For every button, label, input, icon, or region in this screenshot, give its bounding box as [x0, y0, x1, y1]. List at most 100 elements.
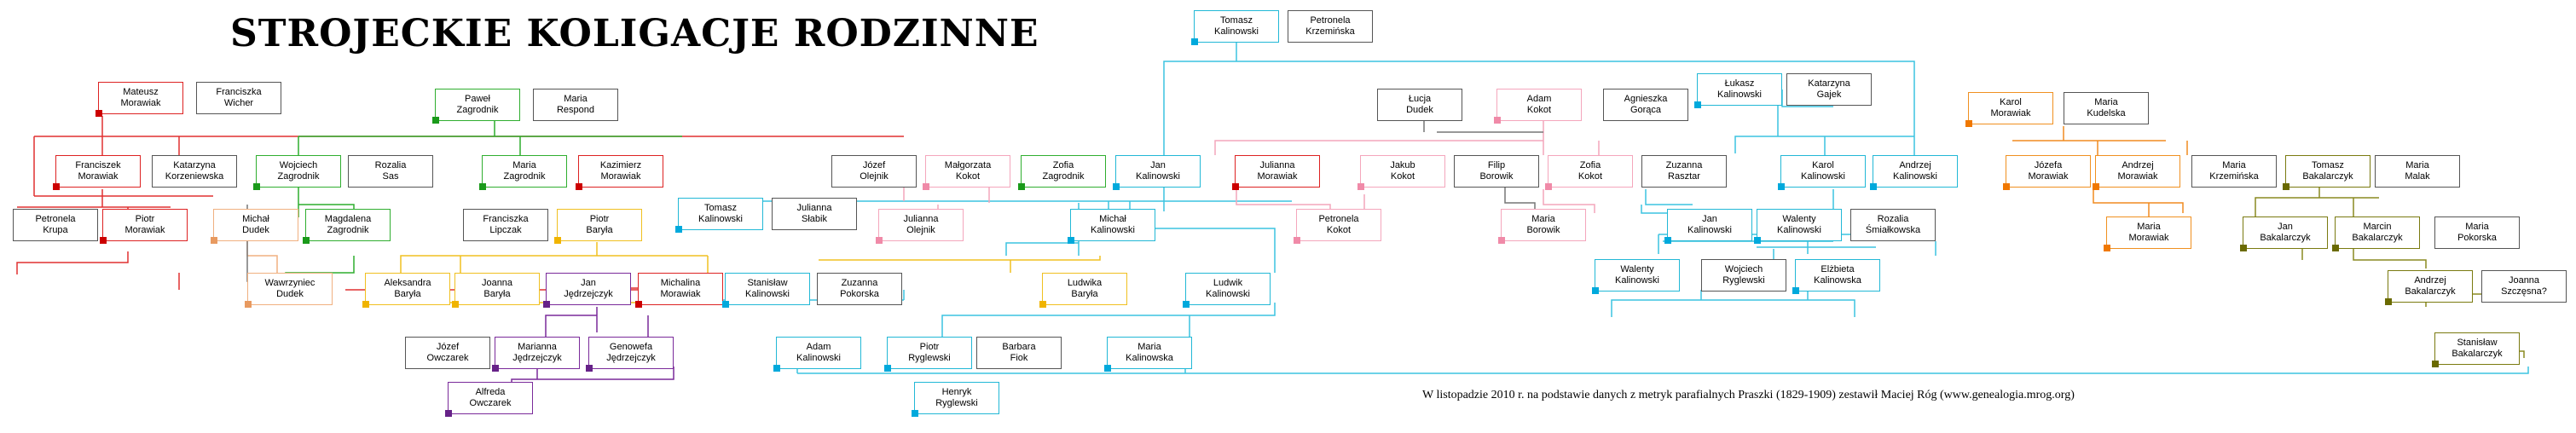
- person-name: Stanisław Kalinowski: [745, 278, 790, 299]
- person-box: Franciszek Morawiak: [53, 155, 141, 190]
- person-name: Agnieszka Gorąca: [1624, 94, 1668, 115]
- person-box: Tomasz Kalinowski: [1191, 10, 1279, 45]
- family-marker-icon: [2240, 245, 2247, 251]
- person-box: Ludwik Kalinowski: [1183, 273, 1271, 308]
- person-box: Karol Morawiak: [1965, 92, 2053, 127]
- family-marker-icon: [773, 365, 780, 372]
- person-name: Karol Kalinowski: [1801, 160, 1845, 182]
- family-marker-icon: [1792, 287, 1799, 294]
- family-marker-icon: [554, 237, 561, 244]
- person-box: Henryk Ryglewski: [912, 382, 999, 417]
- person-name: Walenty Kalinowski: [1777, 214, 1821, 235]
- person-box: Agnieszka Gorąca: [1603, 89, 1688, 121]
- person-box: Franciszka Wicher: [196, 82, 281, 114]
- person-box: Joanna Baryła: [452, 273, 540, 308]
- person-name: Kazimierz Morawiak: [599, 160, 642, 182]
- person-name: Zuzanna Rasztar: [1665, 160, 1703, 182]
- person-name: Elżbieta Kalinowska: [1814, 264, 1861, 286]
- person-box: Wojciech Zagrodnik: [253, 155, 341, 190]
- person-name: Julianna Morawiak: [1257, 160, 1298, 182]
- person-box: Józef Owczarek: [405, 337, 490, 369]
- person-box: Julianna Słabik: [772, 198, 857, 230]
- family-marker-icon: [543, 301, 550, 308]
- person-box: Michał Kalinowski: [1068, 209, 1155, 244]
- person-box: Jan Bakalarczyk: [2240, 216, 2328, 251]
- person-box: Alfreda Owczarek: [445, 382, 533, 417]
- person-box: Andrzej Morawiak: [2093, 155, 2180, 190]
- family-marker-icon: [211, 237, 217, 244]
- person-name: Maria Borowik: [1526, 214, 1560, 235]
- person-name: Katarzyna Korzeniewska: [165, 160, 224, 182]
- person-name: Magdalena Zagrodnik: [324, 214, 372, 235]
- person-box: Joanna Szczęsna?: [2481, 270, 2567, 303]
- person-box: Maria Morawiak: [2104, 216, 2191, 251]
- person-name: Wojciech Ryglewski: [1722, 264, 1765, 286]
- person-box: Józef Olejnik: [831, 155, 917, 188]
- person-box: Rozalia Śmiałkowska: [1850, 209, 1936, 241]
- person-box: Maria Zagrodnik: [479, 155, 567, 190]
- person-box: Maria Kalinowska: [1104, 337, 1192, 372]
- person-box: Józefa Morawiak: [2003, 155, 2091, 190]
- person-box: Piotr Morawiak: [100, 209, 188, 244]
- family-marker-icon: [2093, 183, 2099, 190]
- source-note: W listopadzie 2010 r. na podstawie danyc…: [1422, 389, 2075, 401]
- family-marker-icon: [912, 410, 918, 417]
- person-name: Zofia Zagrodnik: [1042, 160, 1085, 182]
- person-name: Rozalia Sas: [374, 160, 407, 182]
- person-box: Wojciech Ryglewski: [1701, 259, 1786, 292]
- person-name: Tomasz Kalinowski: [698, 203, 743, 224]
- person-box: Maria Pokorska: [2434, 216, 2520, 249]
- person-box: Stanisław Bakalarczyk: [2432, 332, 2520, 367]
- person-name: Marianna Jędrzejczyk: [512, 342, 562, 363]
- person-name: Tomasz Bakalarczyk: [2302, 160, 2353, 182]
- person-name: Andrzej Morawiak: [2117, 160, 2158, 182]
- family-marker-icon: [1592, 287, 1599, 294]
- family-marker-icon: [303, 237, 310, 244]
- person-box: Łukasz Kalinowski: [1694, 73, 1782, 108]
- person-name: Józef Olejnik: [860, 160, 889, 182]
- family-marker-icon: [876, 237, 883, 244]
- person-name: Ludwika Baryła: [1067, 278, 1103, 299]
- person-name: Joanna Baryła: [481, 278, 513, 299]
- person-box: Zofia Zagrodnik: [1018, 155, 1106, 190]
- family-marker-icon: [1113, 183, 1120, 190]
- person-name: Małgorzata Kokot: [944, 160, 992, 182]
- person-box: Zuzanna Pokorska: [817, 273, 902, 305]
- person-box: Kazimierz Morawiak: [576, 155, 663, 190]
- person-box: Wawrzyniec Dudek: [245, 273, 333, 308]
- person-box: Franciszka Lipczak: [463, 209, 548, 241]
- person-name: Filip Borowik: [1479, 160, 1514, 182]
- family-marker-icon: [722, 301, 729, 308]
- person-box: Andrzej Bakalarczyk: [2385, 270, 2473, 305]
- person-name: Maria Morawiak: [2128, 222, 2169, 243]
- person-name: Aleksandra Baryła: [384, 278, 431, 299]
- family-marker-icon: [2332, 245, 2339, 251]
- person-name: Michalina Morawiak: [660, 278, 701, 299]
- family-marker-icon: [635, 301, 642, 308]
- family-marker-icon: [2385, 298, 2392, 305]
- person-box: Jan Kalinowski: [1664, 209, 1752, 244]
- family-marker-icon: [452, 301, 459, 308]
- person-name: Zuzanna Pokorska: [840, 278, 879, 299]
- person-box: Karol Kalinowski: [1778, 155, 1866, 190]
- family-marker-icon: [1870, 183, 1877, 190]
- person-name: Genowefa Jędrzejczyk: [606, 342, 656, 363]
- family-marker-icon: [1664, 237, 1671, 244]
- person-box: Michalina Morawiak: [635, 273, 723, 308]
- family-marker-icon: [586, 365, 593, 372]
- family-marker-icon: [1018, 183, 1025, 190]
- family-marker-icon: [1754, 237, 1761, 244]
- family-marker-icon: [1068, 237, 1074, 244]
- person-box: Adam Kokot: [1494, 89, 1582, 124]
- person-name: Maria Krzemińska: [2209, 160, 2259, 182]
- person-box: Julianna Olejnik: [876, 209, 964, 244]
- person-box: Mateusz Morawiak: [96, 82, 183, 117]
- person-box: Andrzej Kalinowski: [1870, 155, 1958, 190]
- person-box: Stanisław Kalinowski: [722, 273, 810, 308]
- person-name: Katarzyna Gajek: [1808, 78, 1850, 100]
- family-marker-icon: [445, 410, 452, 417]
- person-box: Maria Kudelska: [2064, 92, 2149, 124]
- person-box: Tomasz Bakalarczyk: [2283, 155, 2370, 190]
- person-name: Barbara Fiok: [1002, 342, 1036, 363]
